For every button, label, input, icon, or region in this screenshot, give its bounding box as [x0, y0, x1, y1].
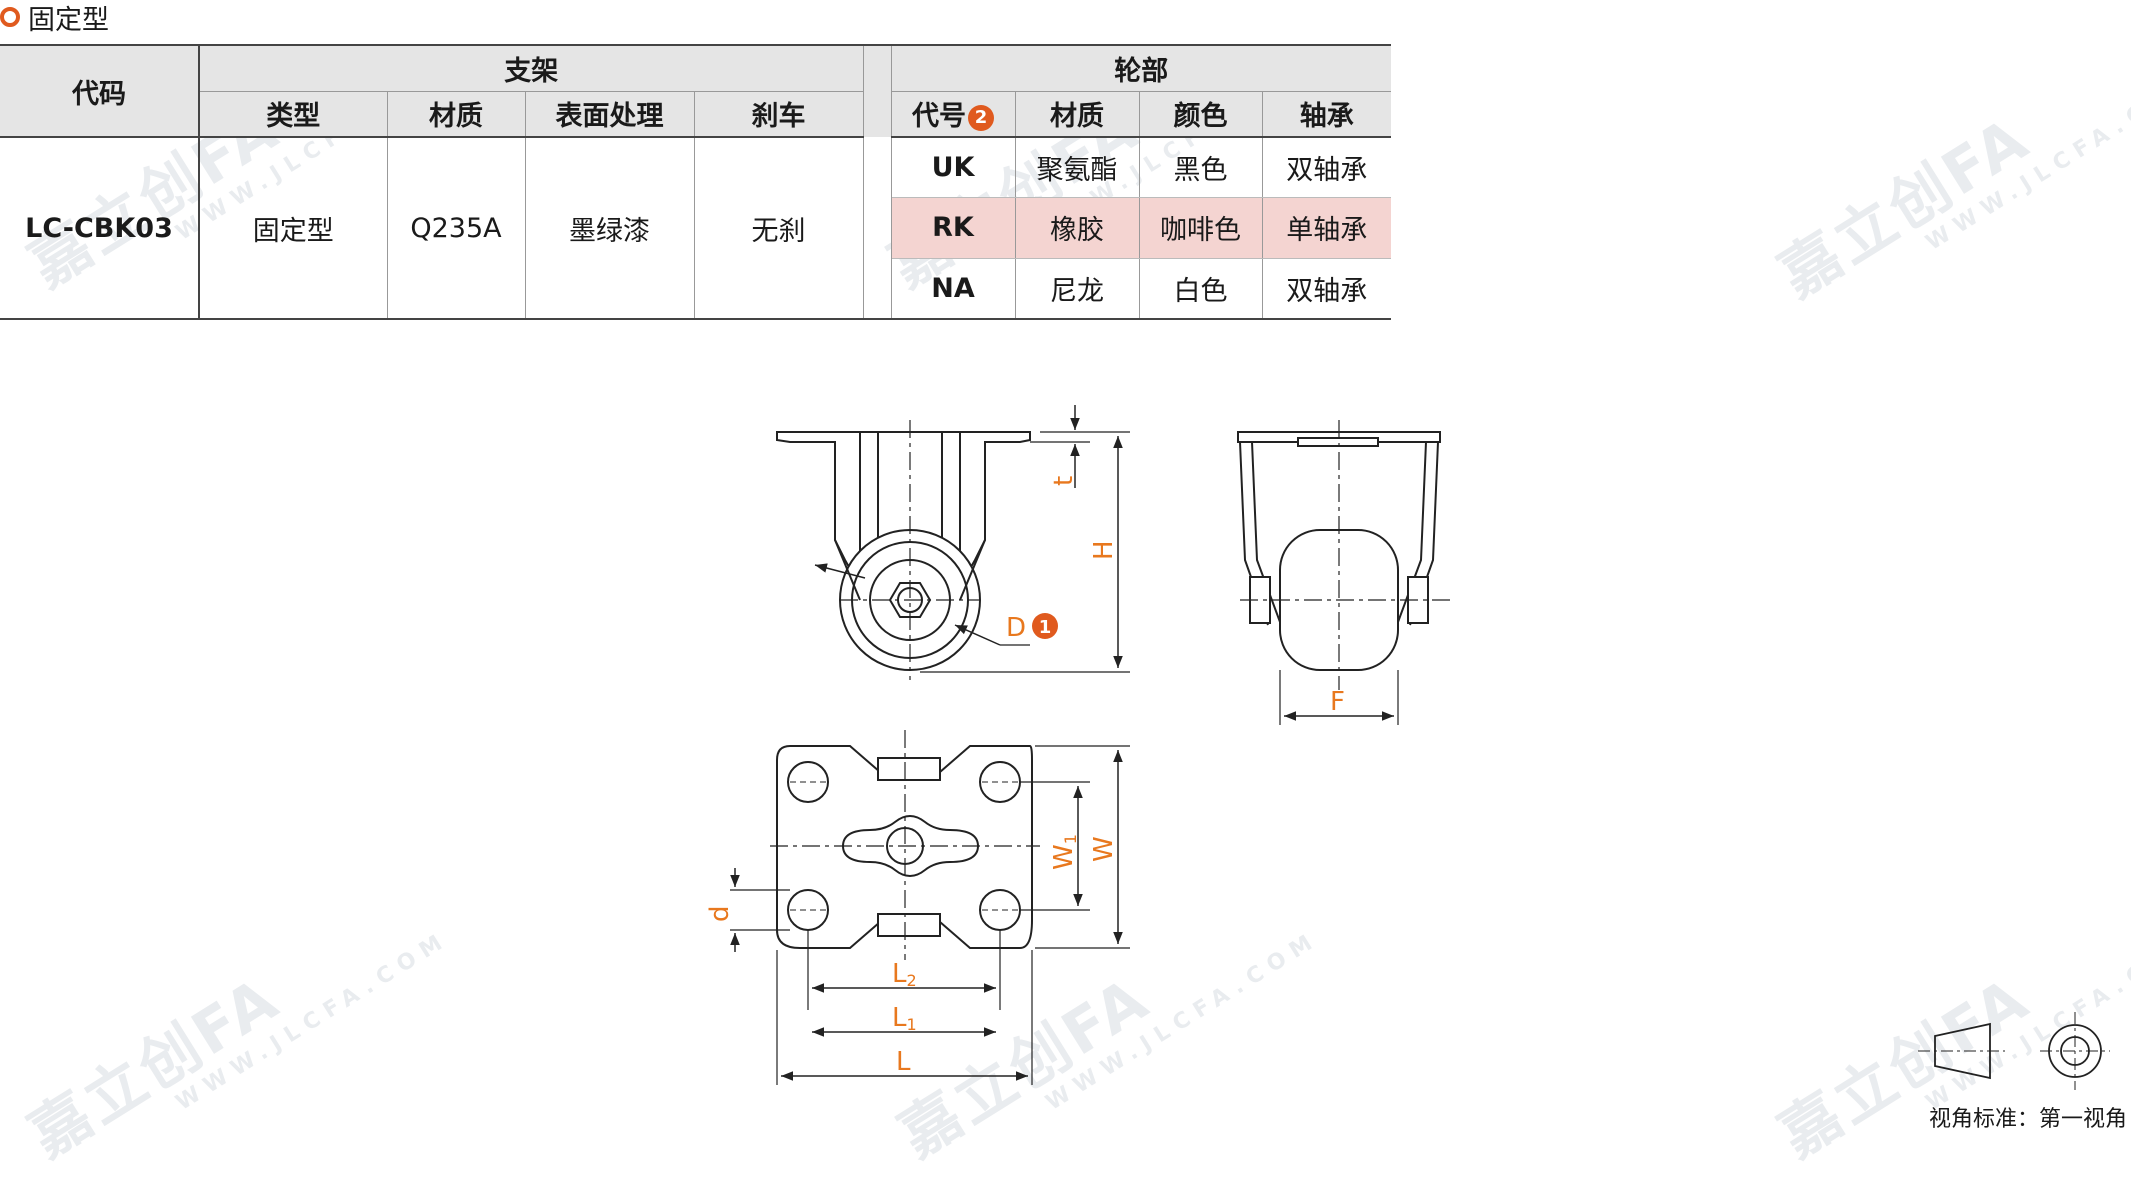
bracket-material: Q235A	[387, 137, 526, 320]
wheel-code: RK	[891, 197, 1016, 259]
surface-treatment: 墨绿漆	[525, 137, 695, 320]
top-view	[730, 730, 1130, 1085]
section-header: 固定型	[0, 0, 109, 36]
table-row: NA 尼龙 白色 双轴承	[0, 258, 1391, 320]
dim-L2-label: L2	[892, 959, 917, 990]
dim-W-label: W	[1089, 836, 1119, 862]
col-header-wheel-color: 颜色	[1139, 91, 1263, 138]
dim-L-label: L	[896, 1047, 911, 1077]
col-header-code: 代码	[0, 44, 200, 138]
table-row: RK 橡胶 咖啡色 单轴承	[0, 197, 1391, 259]
wheel-code: UK	[891, 137, 1016, 199]
note-2-badge: 2	[968, 104, 994, 131]
col-header-surface: 表面处理	[525, 91, 695, 138]
note-1-badge: 1	[1039, 617, 1052, 638]
wheel-material: 尼龙	[1015, 258, 1140, 320]
col-header-type: 类型	[199, 91, 388, 138]
col-header-wheel-material: 材质	[1015, 91, 1140, 138]
bracket-type: 固定型	[199, 137, 388, 320]
wheel-color: 黑色	[1139, 137, 1263, 199]
dim-D-label: D	[1006, 613, 1026, 643]
side-view	[1237, 420, 1450, 725]
dim-L1-label: L1	[892, 1003, 917, 1034]
dim-H-label: H	[1089, 540, 1119, 560]
section-title: 固定型	[28, 4, 109, 36]
view-standard-label: 视角标准：第一视角	[1928, 1107, 2127, 1132]
col-header-material: 材质	[387, 91, 526, 138]
table-row: LC-CBK03 固定型 Q235A 墨绿漆 无刹 UK 聚氨酯 黑色 双轴承	[0, 137, 1391, 320]
brake-type: 无刹	[694, 137, 863, 320]
col-header-bearing: 轴承	[1262, 91, 1391, 138]
circle-bullet-icon	[0, 7, 20, 27]
column-gap	[862, 44, 892, 137]
wheel-bearing: 双轴承	[1262, 258, 1391, 320]
first-angle-projection-icon	[1918, 1012, 2110, 1090]
product-code: LC-CBK03	[0, 137, 200, 320]
wheel-bearing: 双轴承	[1262, 137, 1391, 199]
wheel-color: 咖啡色	[1139, 197, 1263, 259]
dim-t-label: t	[1049, 476, 1079, 486]
col-header-wheel: 轮部	[891, 44, 1391, 92]
note-1-badge-bg	[1032, 613, 1058, 639]
wheel-code: NA	[891, 258, 1016, 320]
wheel-material: 聚氨酯	[1015, 137, 1140, 199]
wheel-bearing: 单轴承	[1262, 197, 1391, 259]
front-view	[776, 405, 1130, 680]
col-header-brake: 刹车	[694, 91, 863, 138]
dim-d-label: d	[705, 905, 735, 922]
column-gap	[862, 137, 892, 320]
wheel-material: 橡胶	[1015, 197, 1140, 259]
dim-W1-label: W1	[1049, 834, 1080, 870]
wheel-color: 白色	[1139, 258, 1263, 320]
dim-F-label: F	[1330, 687, 1345, 717]
technical-drawing: H t D 1 F	[705, 405, 2110, 1090]
col-header-bracket: 支架	[199, 44, 863, 92]
